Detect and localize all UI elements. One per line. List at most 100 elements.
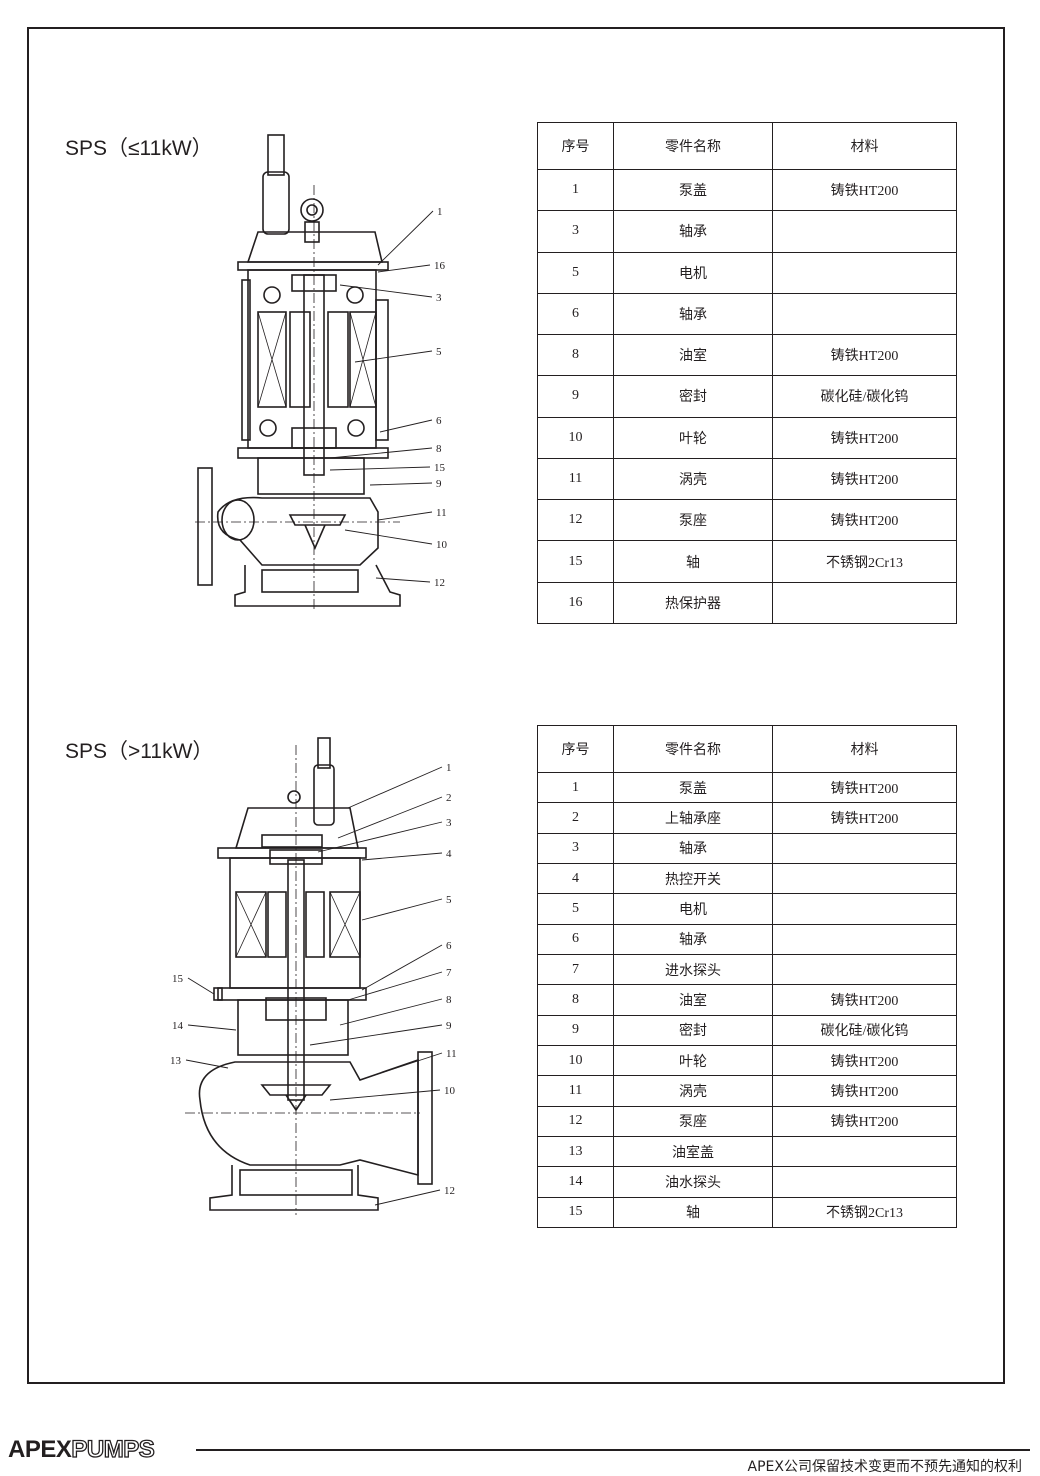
callout-label: 1	[437, 206, 443, 218]
cell-material	[772, 1135, 957, 1168]
callout-label: 11	[436, 507, 447, 519]
cell-no: 9	[537, 1014, 614, 1046]
cell-name: 叶轮	[613, 416, 773, 459]
col-header-no: 序号	[537, 122, 614, 170]
cell-name: 轴承	[613, 832, 773, 864]
cell-name: 电机	[613, 251, 773, 294]
cell-material: 铸铁HT200	[772, 802, 957, 834]
leader-line	[339, 284, 433, 298]
col-header-no: 序号	[537, 725, 614, 773]
cell-material	[772, 862, 957, 895]
cell-material	[772, 251, 957, 294]
callout-label: 12	[434, 577, 445, 589]
cell-no: 11	[537, 1075, 614, 1107]
leader-line	[347, 766, 443, 809]
cell-name: 油室	[613, 334, 773, 377]
cell-no: 16	[537, 581, 614, 625]
leader-line	[339, 998, 443, 1026]
cell-no: 4	[537, 862, 614, 895]
callout-label: 4	[446, 848, 452, 860]
leader-line	[369, 482, 433, 486]
cell-no: 13	[537, 1135, 614, 1168]
cell-name: 密封	[613, 1014, 773, 1046]
leader-line	[329, 1089, 441, 1101]
callout-label: 12	[444, 1185, 455, 1197]
logo-text-apex: APEX	[8, 1436, 72, 1463]
cell-name: 泵盖	[613, 771, 773, 804]
cell-material: 碳化硅/碳化钨	[772, 375, 957, 418]
cell-material: 铸铁HT200	[772, 1075, 957, 1107]
callout-label: 6	[446, 940, 452, 952]
cell-material: 铸铁HT200	[772, 1044, 957, 1077]
footer-rule	[196, 1449, 1030, 1451]
callout-label: 8	[446, 994, 452, 1006]
cell-material: 碳化硅/碳化钨	[772, 1014, 957, 1046]
cell-material	[772, 953, 957, 986]
leader-line	[347, 971, 443, 1001]
cell-material: 铸铁HT200	[772, 499, 957, 542]
leader-line	[377, 511, 433, 521]
leader-line	[309, 1024, 443, 1046]
cell-name: 热保护器	[613, 581, 773, 625]
callout-label: 10	[436, 539, 448, 551]
leader-line	[379, 419, 433, 433]
cell-no: 5	[537, 251, 614, 294]
cell-name: 泵座	[613, 1105, 773, 1137]
col-header-material: 材料	[772, 122, 957, 170]
leader-line	[317, 821, 443, 853]
cell-material	[772, 893, 957, 925]
cell-no: 15	[537, 540, 614, 583]
cell-material: 铸铁HT200	[772, 334, 957, 377]
cell-no: 3	[537, 832, 614, 864]
logo-text-pumps: PUMPS	[71, 1435, 156, 1463]
brand-logo: APEXPUMPS	[8, 1435, 156, 1464]
leader-line	[329, 447, 433, 459]
cell-no: 2	[537, 802, 614, 834]
cell-material	[772, 292, 957, 336]
cell-name: 涡壳	[613, 1075, 773, 1107]
cell-material: 铸铁HT200	[772, 1105, 957, 1137]
leader-line	[375, 577, 431, 583]
leader-line	[374, 1189, 441, 1206]
cell-no: 1	[537, 168, 614, 212]
callout-label: 8	[436, 443, 442, 455]
cell-no: 10	[537, 416, 614, 459]
cell-name: 油室	[613, 984, 773, 1016]
cell-name: 轴承	[613, 292, 773, 336]
callout-label: 10	[444, 1085, 456, 1097]
cell-name: 油室盖	[613, 1135, 773, 1168]
cell-material: 不锈钢2Cr13	[772, 540, 957, 583]
cell-material: 铸铁HT200	[772, 984, 957, 1016]
cell-material	[772, 210, 957, 253]
cell-name: 轴承	[613, 923, 773, 955]
cell-name: 涡壳	[613, 457, 773, 501]
cell-no: 7	[537, 953, 614, 986]
cell-material	[772, 1166, 957, 1198]
cell-name: 进水探头	[613, 953, 773, 986]
page-frame	[27, 27, 1005, 1384]
leader-line	[361, 852, 443, 861]
cell-name: 叶轮	[613, 1044, 773, 1077]
cell-no: 12	[537, 1105, 614, 1137]
